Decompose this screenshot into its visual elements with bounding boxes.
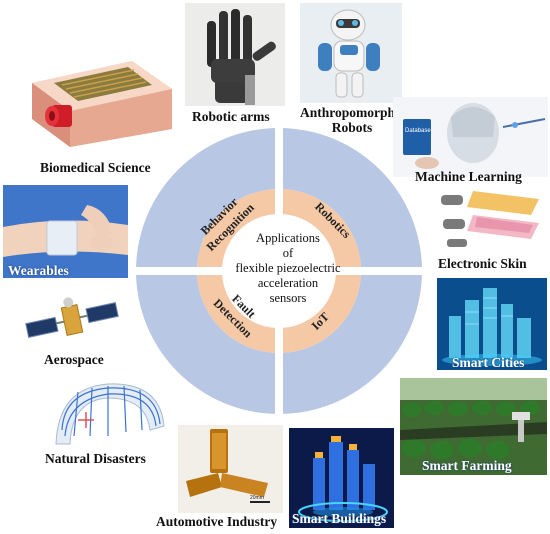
database-screen-text: Database: [405, 128, 431, 134]
machine-learning-image: Database: [393, 97, 548, 177]
inner-ring-top-left: [197, 189, 279, 271]
label-automotive-industry: Automotive Industry: [156, 514, 278, 529]
outer-ring-bottom-right: [279, 271, 422, 414]
hub-title-line: acceleration: [257, 276, 319, 290]
biomedical-science-image: [22, 43, 177, 153]
hub-title: Applications of flexible piezoelectric a…: [228, 231, 348, 306]
label-electronic-skin: Electronic Skin: [438, 256, 527, 271]
hub-title-line: of: [282, 246, 294, 260]
natural-disasters-image: [38, 370, 173, 450]
label-smart-farming: Smart Farming: [422, 458, 512, 473]
outer-ring-top-left: [136, 128, 279, 271]
label-machine-learning: Machine Learning: [415, 169, 522, 184]
smart-cities-image: [437, 278, 547, 370]
anthropomorphic-robot-image: [300, 3, 402, 103]
scale-bar-text: 20mm: [250, 495, 264, 501]
wearables-image: [3, 185, 128, 278]
outer-ring-top-right: [279, 128, 422, 271]
outer-ring-bottom-left: [136, 271, 279, 414]
label-biomedical-science: Biomedical Science: [40, 160, 151, 175]
hub-circle: [226, 218, 332, 324]
label-anthropomorphic-robots: Anthropomorphic Robots: [300, 105, 405, 135]
hub-title-line: Applications: [256, 231, 320, 245]
inner-ring-bottom-left: [197, 271, 279, 353]
smart-farming-image: [400, 378, 547, 475]
outer-ring: [136, 128, 422, 414]
aerospace-image: [22, 290, 122, 350]
ring-dividers: [132, 124, 426, 418]
label-wearables: Wearables: [8, 263, 69, 278]
hub-ring: [222, 214, 336, 328]
smart-buildings-image: [289, 428, 394, 528]
hub-title-line: sensors: [269, 291, 307, 305]
label-anthropomorphic-line: Robots: [331, 120, 373, 135]
automotive-industry-image: 20mm: [178, 425, 283, 513]
label-anthropomorphic-line: Anthropomorphic: [300, 105, 405, 120]
electronic-skin-image: [435, 185, 545, 253]
inner-ring-bottom-right: [279, 271, 361, 353]
label-smart-buildings: Smart Buildings: [292, 511, 387, 526]
label-smart-cities: Smart Cities: [452, 355, 525, 370]
label-aerospace: Aerospace: [44, 352, 104, 367]
inner-ring-top-right: [279, 189, 361, 271]
label-natural-disasters: Natural Disasters: [45, 451, 146, 466]
inner-ring: [197, 189, 361, 353]
hub-title-line: flexible piezoelectric: [235, 261, 341, 275]
label-robotic-arms: Robotic arms: [192, 109, 270, 124]
robotic-arms-image: [185, 3, 285, 106]
